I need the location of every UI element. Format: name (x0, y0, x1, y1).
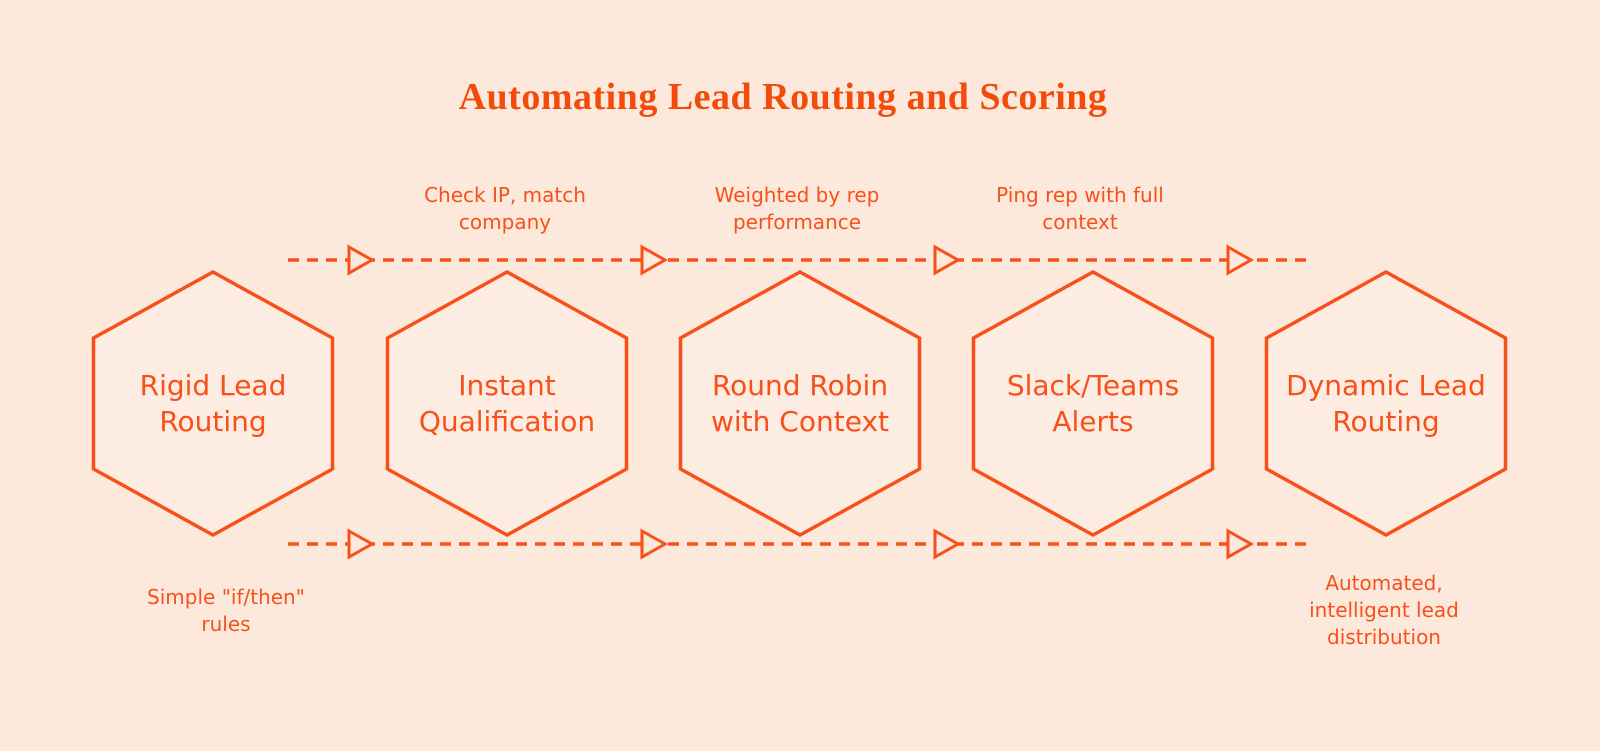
arrowhead-icon (347, 244, 376, 276)
diagram-title: Automating Lead Routing and Scoring (458, 76, 1108, 118)
arrowhead-icon (933, 244, 962, 276)
arrowhead-icon (640, 528, 669, 560)
transition-label-ping-rep: Ping rep with full context (996, 183, 1164, 234)
hexagon-shape-3 (678, 270, 922, 537)
annotation-simple-rules: Simple "if/then" rules (147, 585, 305, 636)
hexagon-shape-5 (1264, 270, 1508, 537)
transition-label-check-ip: Check IP, match company (424, 183, 586, 234)
arrowhead-icon (1226, 244, 1255, 276)
stage-label-slack-teams-alerts: Slack/Teams Alerts (1006, 369, 1180, 438)
annotation-automated-distribution: Automated, intelligent lead distribution (1309, 571, 1459, 649)
hexagon-shape-4 (971, 270, 1215, 537)
hexagon-shape-2 (385, 270, 629, 537)
stage-label-instant-qualification: Instant Qualification (418, 369, 596, 438)
stage-label-round-robin: Round Robin with Context (711, 369, 889, 438)
arrowhead-icon (347, 528, 376, 560)
hexagon-shape-1 (91, 270, 335, 537)
stage-label-rigid-lead-routing: Rigid Lead Routing (139, 369, 287, 438)
transition-label-weighted: Weighted by rep performance (714, 183, 880, 234)
arrowhead-icon (933, 528, 962, 560)
arrowhead-icon (640, 244, 669, 276)
stage-label-dynamic-lead-routing: Dynamic Lead Routing (1286, 369, 1486, 438)
arrowhead-icon (1226, 528, 1255, 560)
